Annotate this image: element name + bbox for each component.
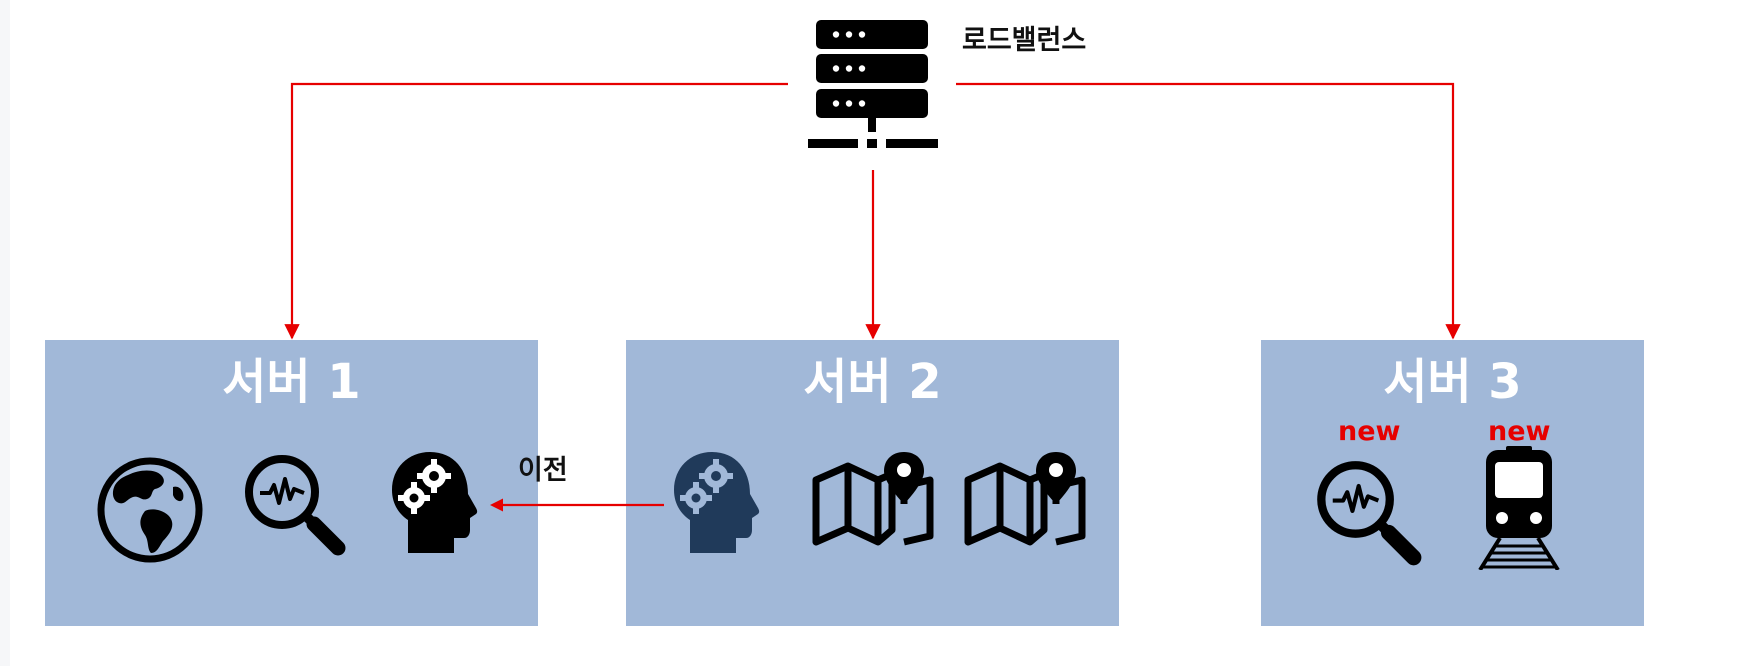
train-icon [1478,446,1560,570]
map-pin-icon [964,452,1086,546]
map-pin-icon [812,452,934,546]
load-balancer-label: 로드밸런스 [962,25,1087,56]
migration-arrow [490,498,664,512]
left-edge-strip [0,0,10,666]
brain-gears-icon [674,452,760,553]
arrow-to-server-3 [956,82,1461,340]
brain-gears-icon [392,452,478,553]
server-3-title: 서버 3 [1383,354,1522,410]
new-badge: new [1488,416,1551,447]
arrow-to-server-1 [284,82,788,340]
server-1-title: 서버 1 [222,354,361,410]
server-2-title: 서버 2 [803,354,942,410]
server-rack-icon [808,20,938,148]
globe-icon [97,457,203,563]
search-analytics-icon [245,455,346,556]
new-badge: new [1338,416,1401,447]
migration-label: 이전 [518,455,568,486]
search-analytics-icon [1317,461,1422,566]
